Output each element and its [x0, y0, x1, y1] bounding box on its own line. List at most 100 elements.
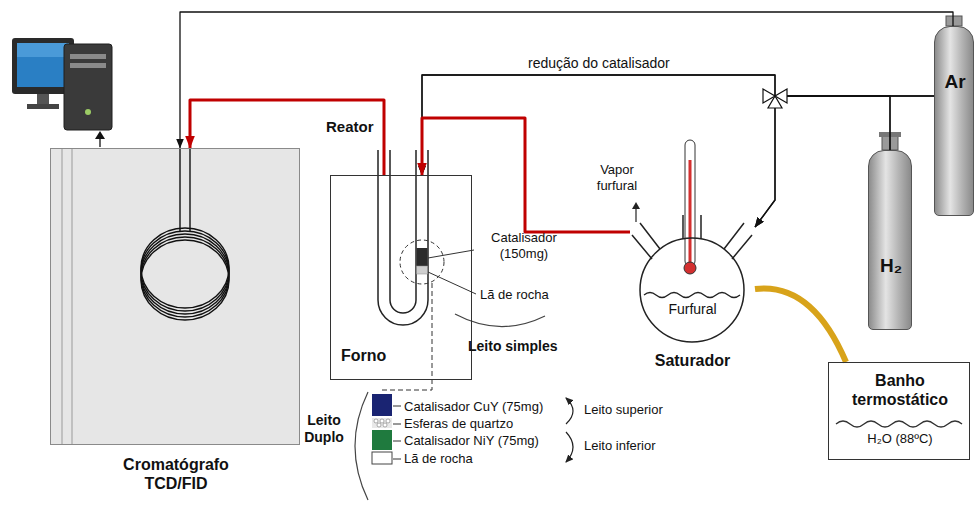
- chromatograph-column-coil-part: [141, 237, 229, 317]
- part-label: Reator: [326, 118, 374, 136]
- computer-icon-part: [17, 43, 69, 57]
- computer-icon-part: [64, 44, 112, 130]
- liquid-name: Furfural: [630, 301, 755, 318]
- saturator-flask: FurfuralSaturador: [630, 215, 755, 345]
- text-wrap: Ar: [935, 71, 974, 94]
- furnace-name: Forno: [341, 346, 386, 365]
- double-bed-detail-part: [386, 419, 390, 423]
- part-label: Esferas de quartzo: [404, 416, 513, 432]
- chromatograph-body-part: [62, 148, 63, 445]
- u-tube-reactor-part: [382, 283, 432, 390]
- chromatograph-column-coil-part: [179, 148, 180, 232]
- saturator-name: Saturador: [630, 351, 755, 370]
- bed-type-label: Leito Duplo: [300, 412, 348, 446]
- bed-part-label: Leito superior: [584, 402, 663, 418]
- chromatograph-column-coil-part: [141, 240, 229, 320]
- gas-name: Ar: [935, 71, 974, 94]
- flask-necks: [632, 215, 752, 259]
- gas-cylinder: H₂: [868, 150, 912, 330]
- chromatograph-body-part: [50, 148, 300, 445]
- text-wrap: Cromatógrafo TCD/FID: [106, 455, 246, 493]
- text-wrap: Esferas de quartzo: [404, 416, 513, 432]
- u-tube-reactor-part: [428, 272, 476, 294]
- u-tube-reactor-part: [400, 240, 444, 284]
- double-bed-detail-part: [393, 459, 401, 460]
- flask-body: [640, 238, 744, 342]
- text-wrap: Reator: [326, 118, 374, 136]
- double-bed-detail-part: [372, 452, 392, 464]
- double-bed-detail-part: [393, 424, 401, 425]
- bed-type-label: Leito simples: [468, 338, 557, 355]
- double-bed-detail-part: [393, 406, 401, 407]
- text-wrap: Forno: [341, 346, 386, 365]
- chromatograph-column-coil-part: [141, 234, 229, 314]
- double-bed-detail-part: [355, 392, 368, 500]
- chromatograph-column-coil-part: [189, 148, 190, 232]
- double-bed-detail-part: [383, 423, 387, 427]
- double-bed-detail-part: [374, 419, 378, 423]
- text-wrap: Vapor furfural: [584, 162, 650, 193]
- cylinder-valves-part: [946, 16, 962, 26]
- double-bed-detail-part: [380, 419, 384, 423]
- flask-outline: [630, 215, 755, 345]
- thermometer-part: [689, 160, 692, 264]
- text-wrap: H₂O (88ºC): [829, 431, 971, 447]
- double-bed-detail-part: [372, 418, 392, 428]
- vapor-arrow: [632, 202, 640, 222]
- chromatograph-column-coil-part: [141, 231, 229, 311]
- text-wrap: Leito Duplo: [300, 412, 348, 446]
- thermometer-part: [684, 262, 696, 274]
- computer-icon-part: [70, 54, 106, 59]
- double-bed-detail-part: [377, 423, 381, 427]
- text-wrap: Lã de rocha: [480, 287, 549, 303]
- part-label: Lã de rocha: [480, 287, 549, 303]
- part-label: Catalisador CuY (75mg): [404, 399, 543, 415]
- text-wrap: Leito inferior: [584, 438, 656, 454]
- text-wrap: Lã de rocha: [404, 451, 473, 467]
- text-wrap: Saturador: [630, 351, 755, 370]
- flow-label: redução do catalisador: [525, 55, 673, 72]
- bath-temperature: H₂O (88ºC): [829, 431, 971, 447]
- vapor-arrow-part: [632, 202, 640, 209]
- text-wrap: Catalisador (150mg): [478, 230, 570, 261]
- flow-line: [755, 288, 846, 362]
- thermometer: [684, 140, 696, 274]
- part-label: Catalisador (150mg): [478, 230, 570, 261]
- bath-water: [836, 421, 962, 427]
- text-wrap: Furfural: [630, 301, 755, 318]
- flow-line: [422, 75, 890, 175]
- flow-note: Vapor furfural: [584, 162, 650, 193]
- u-tube-reactor-part: [417, 266, 428, 274]
- computer-icon-part: [99, 138, 100, 147]
- computer-icon-part: [85, 109, 91, 115]
- text-wrap: Leito superior: [584, 402, 663, 418]
- double-bed-detail-part: [393, 441, 401, 442]
- flow-line: [190, 100, 384, 175]
- chromatograph-body: [50, 148, 300, 445]
- instrument-name: Cromatógrafo TCD/FID: [106, 455, 246, 493]
- computer-icon-part: [17, 43, 69, 87]
- part-label: Catalisador NiY (75mg): [404, 433, 539, 449]
- chromatograph-column-coil: [141, 148, 229, 320]
- computer-icon: [12, 38, 112, 147]
- bed-part-label: Leito inferior: [584, 438, 656, 454]
- chromatograph-body-part: [72, 148, 73, 445]
- furnace-box: Forno: [330, 175, 472, 380]
- u-tube-reactor-part: [378, 150, 428, 325]
- bath-water-part: [836, 421, 962, 427]
- flow-line: [180, 12, 953, 148]
- text-wrap: redução do catalisador: [525, 54, 673, 72]
- text-wrap: H₂: [869, 255, 913, 278]
- double-bed-detail-part: [566, 432, 573, 462]
- gas-cylinder: Ar: [934, 26, 974, 216]
- three-way-valve: [763, 89, 787, 108]
- computer-icon-part: [70, 63, 106, 68]
- double-bed-detail-part: [372, 394, 392, 416]
- liquid-surface: [644, 293, 740, 298]
- bath-name: Banho termostático: [829, 371, 971, 409]
- text-wrap: Banho termostático: [829, 371, 971, 409]
- u-tube-reactor-part: [417, 248, 428, 266]
- text-wrap: Leito simples: [468, 338, 557, 355]
- computer-icon-part: [95, 131, 105, 139]
